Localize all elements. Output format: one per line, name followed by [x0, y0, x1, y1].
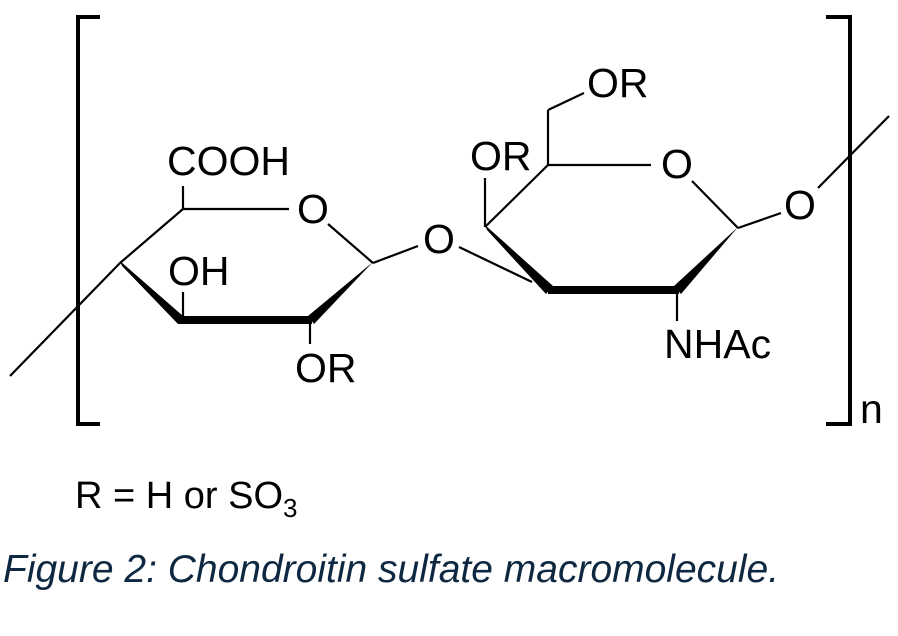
r-group-legend: R = H or SO3	[75, 475, 297, 523]
right-ring-oxygen-label: O	[661, 141, 693, 187]
left-ring-oxygen-label: O	[297, 186, 329, 232]
bold-bond	[548, 286, 679, 294]
left-bracket	[76, 15, 100, 426]
wedge-bond	[485, 225, 553, 294]
right-bracket	[826, 15, 852, 426]
hydroxyl-label: OH	[168, 248, 230, 294]
c6-or-label: OR	[587, 60, 649, 106]
glycosidic-oxygen-label: O	[423, 216, 455, 262]
figure-caption: Figure 2: Chondroitin sulfate macromolec…	[3, 548, 779, 591]
r-group-subscript: 3	[283, 493, 297, 523]
terminal-oxygen-label: O	[784, 182, 816, 228]
nhac-label: NHAc	[664, 321, 771, 367]
left-ring-bonds	[9, 186, 419, 377]
wedge-bond	[308, 262, 373, 324]
carboxyl-label: COOH	[167, 138, 290, 184]
wedge-bond	[120, 261, 183, 324]
repeat-n-label: n	[860, 386, 883, 432]
c4-or-label: OR	[470, 133, 532, 179]
left-or-label: OR	[295, 345, 357, 391]
r-group-legend-text: R = H or SO	[75, 475, 283, 517]
wedge-bond	[674, 227, 738, 294]
bold-bond	[178, 316, 312, 324]
right-ring-bonds	[458, 92, 890, 321]
